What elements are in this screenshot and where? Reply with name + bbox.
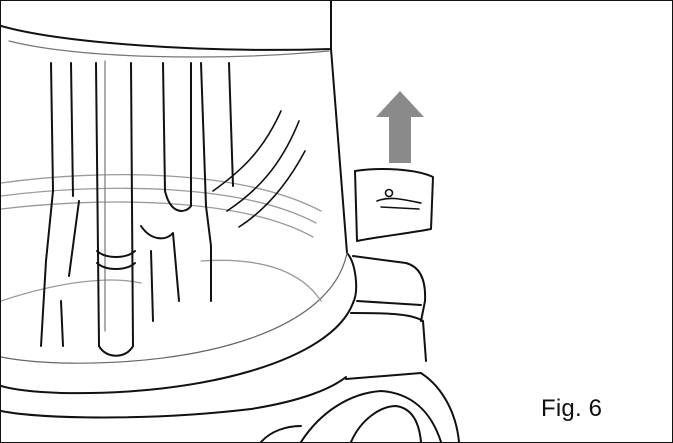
up-arrow-icon bbox=[376, 91, 424, 163]
release-lever-icon bbox=[376, 188, 422, 210]
release-button bbox=[354, 168, 434, 242]
motion-lines bbox=[212, 110, 306, 228]
inner-bowl-rings bbox=[1, 173, 322, 302]
base-housing bbox=[260, 255, 460, 442]
center-spindle bbox=[95, 60, 136, 357]
paddle-fins bbox=[40, 62, 234, 347]
figure-label: Fig. 6 bbox=[541, 395, 603, 422]
container-jar bbox=[1, 1, 358, 419]
